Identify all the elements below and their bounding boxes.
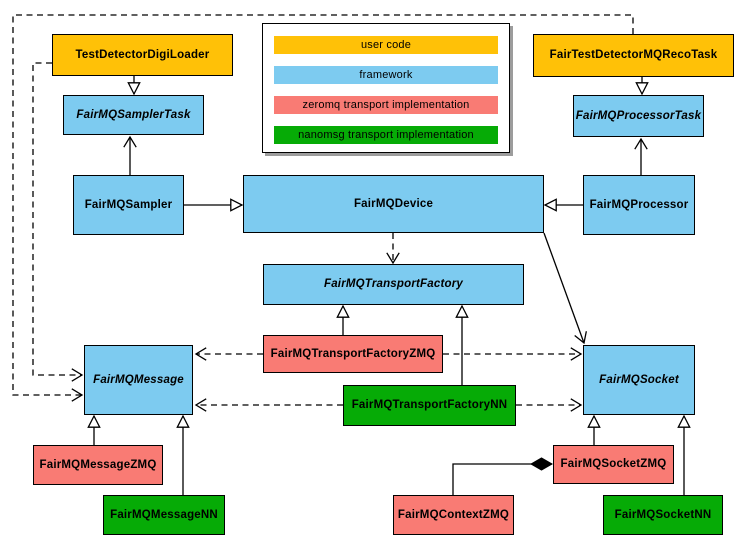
class-box-FairMQSocketNN: FairMQSocketNN [603, 495, 723, 535]
class-box-FairMQMessage: FairMQMessage [84, 345, 193, 415]
class-label: FairMQProcessorTask [575, 109, 702, 122]
class-box-FairMQSampler: FairMQSampler [73, 175, 184, 235]
class-box-FairMQSocket: FairMQSocket [583, 345, 695, 415]
edge-composition-FairMQContextZMQ-to-FairMQSocketZMQ [452, 457, 554, 495]
legend-box: user code framework zeromq transport imple… [262, 23, 510, 153]
class-label: FairMQSocketNN [614, 508, 712, 521]
class-label: FairMQTransportFactoryNN [351, 399, 508, 412]
class-box-FairMQProcessor: FairMQProcessor [583, 175, 695, 235]
class-label: FairMQSamplerTask [76, 108, 191, 121]
legend-label: user code [360, 39, 412, 51]
legend-item-user-code: user code [274, 36, 498, 54]
class-label: FairMQMessageZMQ [39, 458, 157, 471]
legend-item-nanomsg: nanomsg transport implementation [274, 126, 498, 144]
class-label: TestDetectorDigiLoader [75, 48, 210, 61]
legend-label: framework [359, 69, 413, 81]
class-box-TestDetectorDigiLoader: TestDetectorDigiLoader [52, 34, 233, 76]
class-label: FairMQDevice [353, 197, 434, 210]
class-label: FairMQSocket [599, 373, 679, 386]
class-box-FairMQSocketZMQ: FairMQSocketZMQ [553, 445, 674, 484]
class-label: FairTestDetectorMQRecoTask [549, 49, 718, 62]
class-box-FairMQContextZMQ: FairMQContextZMQ [393, 495, 514, 535]
class-label: FairMQContextZMQ [397, 508, 510, 521]
class-label: FairMQMessageNN [110, 508, 218, 521]
class-label: FairMQTransportFactory [323, 278, 464, 291]
class-box-FairMQTransportFactoryNN: FairMQTransportFactoryNN [343, 385, 516, 426]
class-box-FairTestDetectorMQRecoTask: FairTestDetectorMQRecoTask [533, 34, 734, 77]
edge-association-FairMQDevice-to-FairMQSocket [543, 232, 587, 345]
legend-label: zeromq transport implementation [302, 99, 470, 111]
class-box-FairMQSamplerTask: FairMQSamplerTask [63, 95, 204, 135]
class-box-FairMQTransportFactoryZMQ: FairMQTransportFactoryZMQ [263, 335, 443, 373]
class-label: FairMQSampler [84, 198, 173, 211]
class-label: FairMQSocketZMQ [560, 458, 667, 471]
class-box-FairMQTransportFactory: FairMQTransportFactory [263, 264, 524, 305]
class-label: FairMQProcessor [589, 198, 689, 211]
class-label: FairMQTransportFactoryZMQ [270, 347, 436, 360]
class-box-FairMQMessageNN: FairMQMessageNN [103, 495, 225, 535]
class-box-FairMQMessageZMQ: FairMQMessageZMQ [33, 445, 163, 485]
legend-item-zeromq: zeromq transport implementation [274, 96, 498, 114]
class-box-FairMQProcessorTask: FairMQProcessorTask [573, 95, 704, 137]
class-label: FairMQMessage [93, 373, 184, 386]
legend-item-framework: framework [274, 66, 498, 84]
legend-label: nanomsg transport implementation [298, 129, 474, 141]
class-box-FairMQDevice: FairMQDevice [243, 175, 544, 233]
